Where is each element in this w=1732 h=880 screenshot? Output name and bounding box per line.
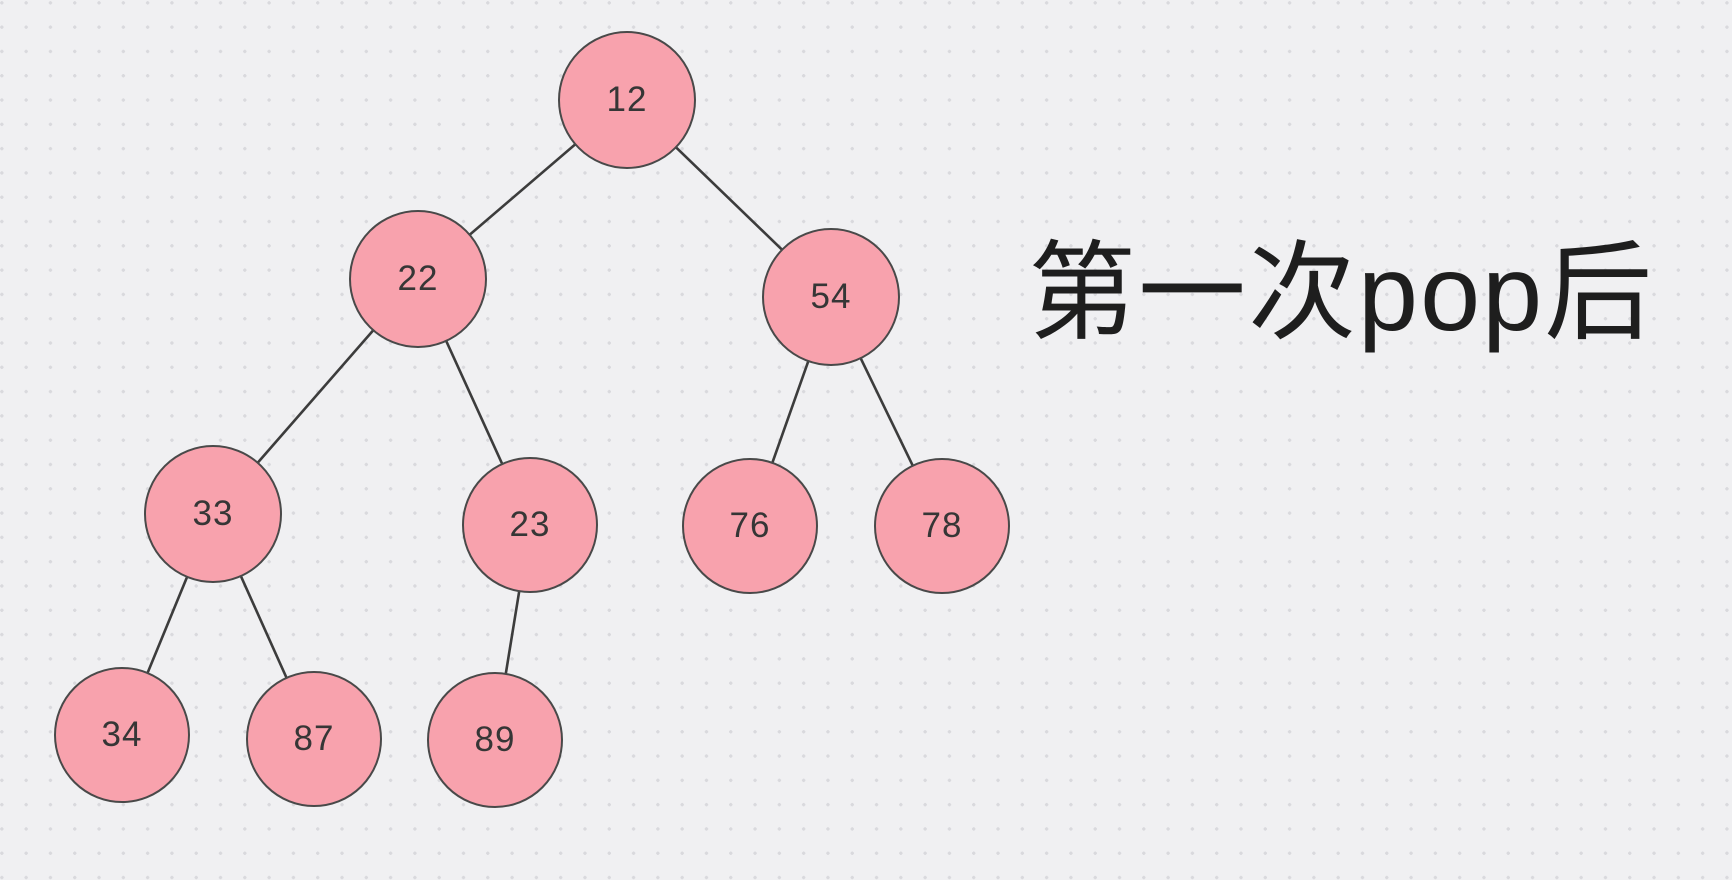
tree-node-value: 54 bbox=[810, 277, 852, 316]
tree-node-89[interactable]: 89 bbox=[427, 672, 563, 808]
tree-node-23[interactable]: 23 bbox=[462, 457, 598, 593]
tree-node-value: 87 bbox=[293, 719, 335, 758]
diagram-caption: 第一次pop后 bbox=[1028, 232, 1655, 353]
tree-node-76[interactable]: 76 bbox=[682, 458, 818, 594]
tree-node-value: 12 bbox=[606, 80, 648, 119]
tree-node-33[interactable]: 33 bbox=[144, 445, 282, 583]
tree-node-value: 23 bbox=[509, 505, 551, 544]
tree-node-value: 89 bbox=[474, 720, 516, 759]
tree-node-54[interactable]: 54 bbox=[762, 228, 900, 366]
tree-node-value: 76 bbox=[729, 506, 771, 545]
tree-node-87[interactable]: 87 bbox=[246, 671, 382, 807]
tree-node-34[interactable]: 34 bbox=[54, 667, 190, 803]
tree-node-value: 34 bbox=[101, 715, 143, 754]
tree-node-value: 78 bbox=[921, 506, 963, 545]
tree-node-78[interactable]: 78 bbox=[874, 458, 1010, 594]
tree-node-22[interactable]: 22 bbox=[349, 210, 487, 348]
tree-node-value: 33 bbox=[192, 494, 234, 533]
tree-node-value: 22 bbox=[397, 259, 439, 298]
tree-node-12[interactable]: 12 bbox=[558, 31, 696, 169]
